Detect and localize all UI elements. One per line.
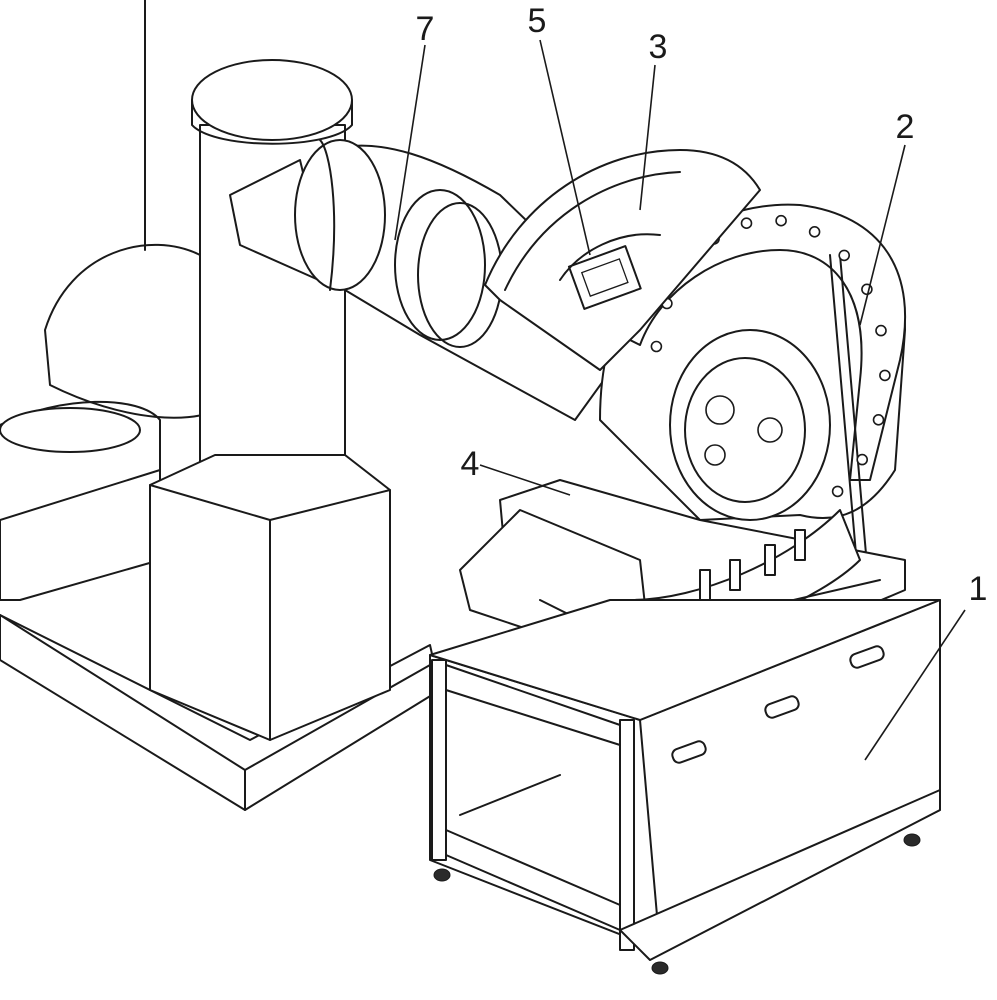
bolt-hole bbox=[808, 226, 821, 238]
pedestal-block bbox=[149, 454, 391, 741]
bolt-hole bbox=[831, 485, 844, 498]
bolt-hole bbox=[856, 453, 869, 466]
label-3: 3 bbox=[649, 28, 668, 66]
bolt-hole bbox=[879, 369, 891, 382]
upper-frame bbox=[484, 149, 761, 371]
left-base-platform bbox=[0, 614, 441, 811]
label-5: 5 bbox=[528, 2, 547, 40]
vertical-column bbox=[191, 59, 353, 519]
label-4: 4 bbox=[461, 445, 480, 483]
support-cart bbox=[429, 599, 941, 975]
label-1: 1 bbox=[969, 570, 988, 608]
bolt-hole bbox=[650, 340, 663, 353]
bolt-hole bbox=[740, 217, 753, 229]
leader-lines bbox=[394, 39, 966, 761]
left-duct bbox=[0, 0, 236, 601]
bolt-hole bbox=[838, 249, 851, 262]
bolt-hole bbox=[875, 324, 887, 337]
bolt-hole bbox=[872, 413, 885, 426]
bolt-hole bbox=[775, 214, 787, 227]
label-2: 2 bbox=[896, 108, 915, 146]
label-7: 7 bbox=[416, 10, 435, 48]
